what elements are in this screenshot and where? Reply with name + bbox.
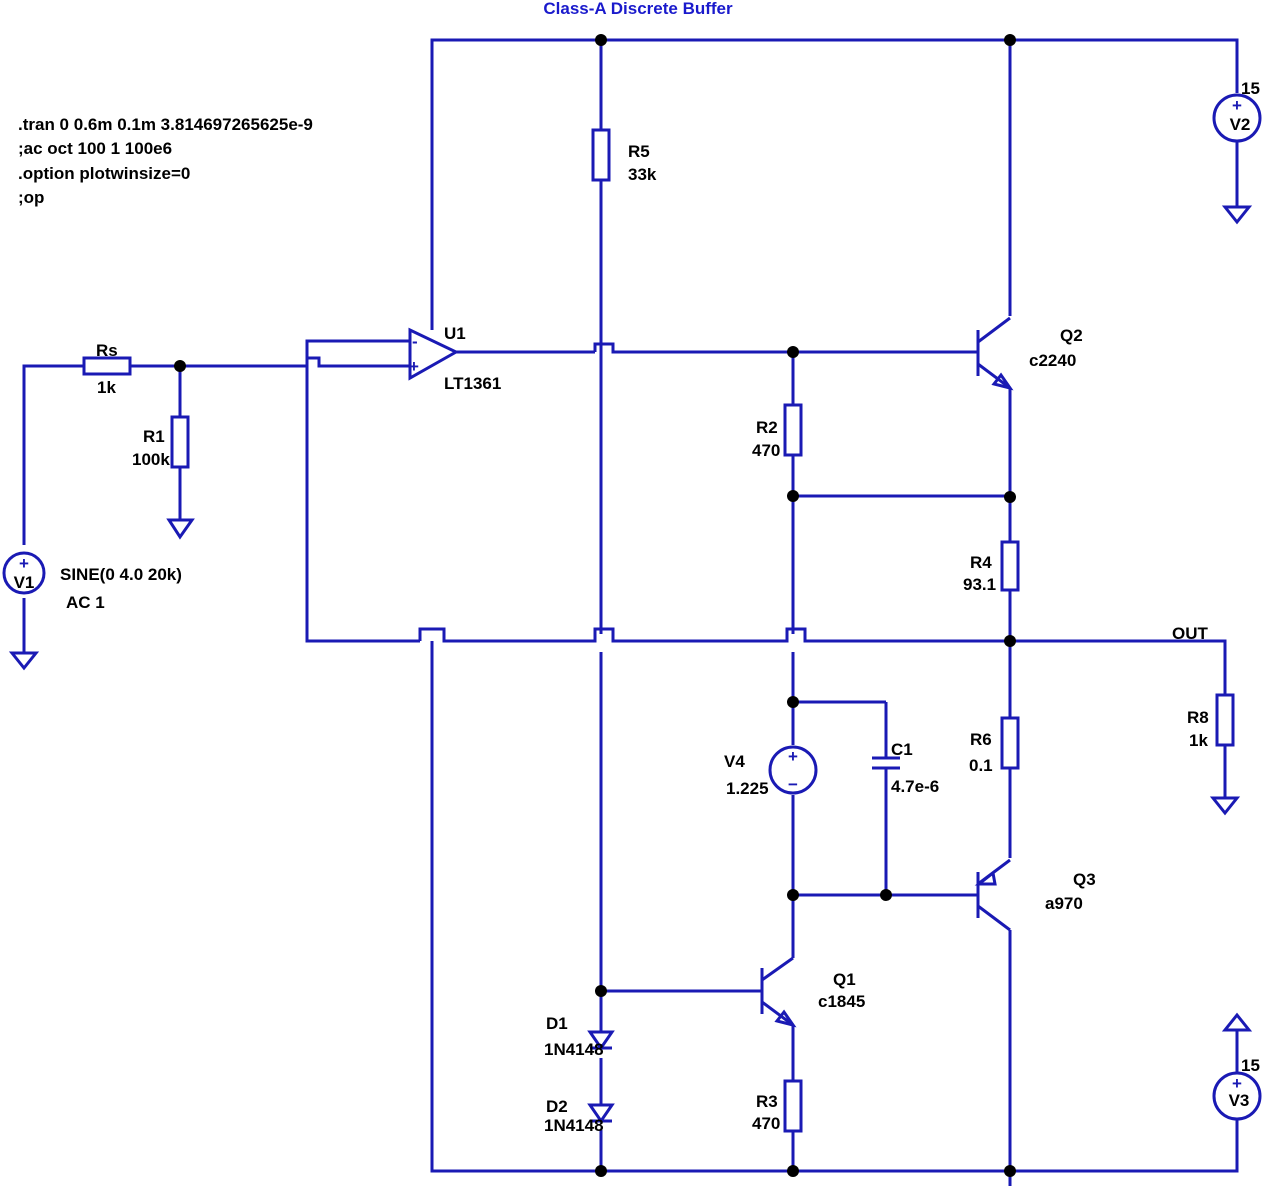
label-r8-name: R8: [1187, 708, 1209, 727]
ground-icon: [1221, 205, 1253, 225]
resistor-r3: [783, 1079, 803, 1133]
voltage-sources: + + + + −: [2, 93, 1262, 1121]
resistors: [82, 128, 1235, 1133]
resistor-r2: [783, 403, 803, 457]
resistor-r1: [170, 415, 190, 469]
label-q3-value: a970: [1045, 894, 1083, 913]
resistor-r4: [1000, 540, 1020, 592]
opamp-minus-sign: -: [412, 332, 418, 351]
plus-sign: +: [1232, 96, 1242, 115]
label-c1-name: C1: [891, 740, 913, 759]
capacitor-c1: [872, 756, 900, 770]
ground-icon: [166, 518, 195, 540]
junction-dots: [174, 34, 1016, 1177]
label-u1-value: LT1361: [444, 374, 501, 393]
label-r1-value: 100k: [132, 450, 170, 469]
label-rs-name: Rs: [96, 341, 118, 360]
source-v2: [1212, 93, 1262, 143]
diode-d2: [587, 1103, 615, 1124]
plus-sign: +: [788, 747, 798, 766]
component-labels: Rs 1k R1 100k R5 33k U1 LT1361 R2 470 Q2…: [14, 79, 1260, 1135]
ground-icon: [8, 651, 40, 671]
transistor-q2: [976, 316, 1014, 391]
label-r2-value: 470: [752, 441, 780, 460]
directive-line: ;ac oct 100 1 100e6: [18, 139, 172, 158]
label-v4-value: 1.225: [726, 779, 769, 798]
label-rs-value: 1k: [97, 378, 116, 397]
label-v1-value2: AC 1: [66, 593, 105, 612]
label-r8-value: 1k: [1189, 731, 1208, 750]
label-q2-name: Q2: [1060, 326, 1083, 345]
label-u1-name: U1: [444, 324, 466, 343]
label-r3-value: 470: [752, 1114, 780, 1133]
label-r3-name: R3: [756, 1092, 778, 1111]
plus-sign: +: [19, 554, 29, 573]
resistor-rs: [82, 356, 132, 376]
label-d1-name: D1: [546, 1014, 568, 1033]
diode-d1: [587, 1030, 615, 1051]
label-v3-value: 15: [1241, 1056, 1260, 1075]
label-v2-value: 15: [1241, 79, 1260, 98]
label-v4-name: V4: [724, 752, 745, 771]
source-v4: [768, 745, 818, 795]
diagram-title: Class-A Discrete Buffer: [543, 0, 733, 18]
label-v1-name: V1: [14, 573, 35, 592]
label-q2-value: c2240: [1029, 351, 1076, 370]
directive-line: ;op: [18, 188, 44, 207]
opamp-u1: - +: [408, 327, 460, 381]
minus-sign: −: [788, 775, 798, 794]
label-r2-name: R2: [756, 418, 778, 437]
directive-line: .tran 0 0.6m 0.1m 3.814697265625e-9: [18, 115, 313, 134]
spice-directives: .tran 0 0.6m 0.1m 3.814697265625e-9 ;ac …: [18, 115, 313, 207]
label-d2-value: 1N4148: [544, 1116, 604, 1135]
label-r4-name: R4: [970, 553, 992, 572]
transistor-q3: [974, 858, 1011, 932]
net-label-out: OUT: [1172, 624, 1209, 643]
label-q1-name: Q1: [833, 970, 856, 989]
source-v1: [2, 551, 46, 595]
label-q3-name: Q3: [1073, 870, 1096, 889]
plus-sign: +: [1232, 1074, 1242, 1093]
label-r6-value: 0.1: [969, 756, 993, 775]
label-d1-value: 1N4148: [544, 1040, 604, 1059]
transistor-q1: [760, 956, 797, 1028]
label-v1-value: SINE(0 4.0 20k): [60, 565, 182, 584]
resistor-r5: [591, 128, 611, 182]
ground-icon: [1209, 796, 1241, 816]
directive-line: .option plotwinsize=0: [18, 164, 190, 183]
label-d2-name: D2: [546, 1097, 568, 1116]
diodes: [587, 1030, 615, 1124]
label-q1-value: c1845: [818, 992, 865, 1011]
label-r5-name: R5: [628, 142, 650, 161]
supply-arrow-icon: [1221, 1012, 1253, 1032]
label-r4-value: 93.1: [963, 575, 996, 594]
label-r5-value: 33k: [628, 165, 657, 184]
source-v3: [1212, 1071, 1262, 1121]
wires: [22, 38, 1239, 1186]
label-v2-name: V2: [1230, 115, 1251, 134]
label-r6-name: R6: [970, 730, 992, 749]
label-v3-name: V3: [1229, 1091, 1250, 1110]
resistor-r6: [1000, 716, 1020, 770]
label-c1-value: 4.7e-6: [891, 777, 939, 796]
label-r1-name: R1: [143, 427, 165, 446]
opamp-plus-sign: +: [409, 357, 419, 376]
resistor-r8: [1215, 693, 1235, 747]
ground-symbols: [8, 205, 1253, 1032]
